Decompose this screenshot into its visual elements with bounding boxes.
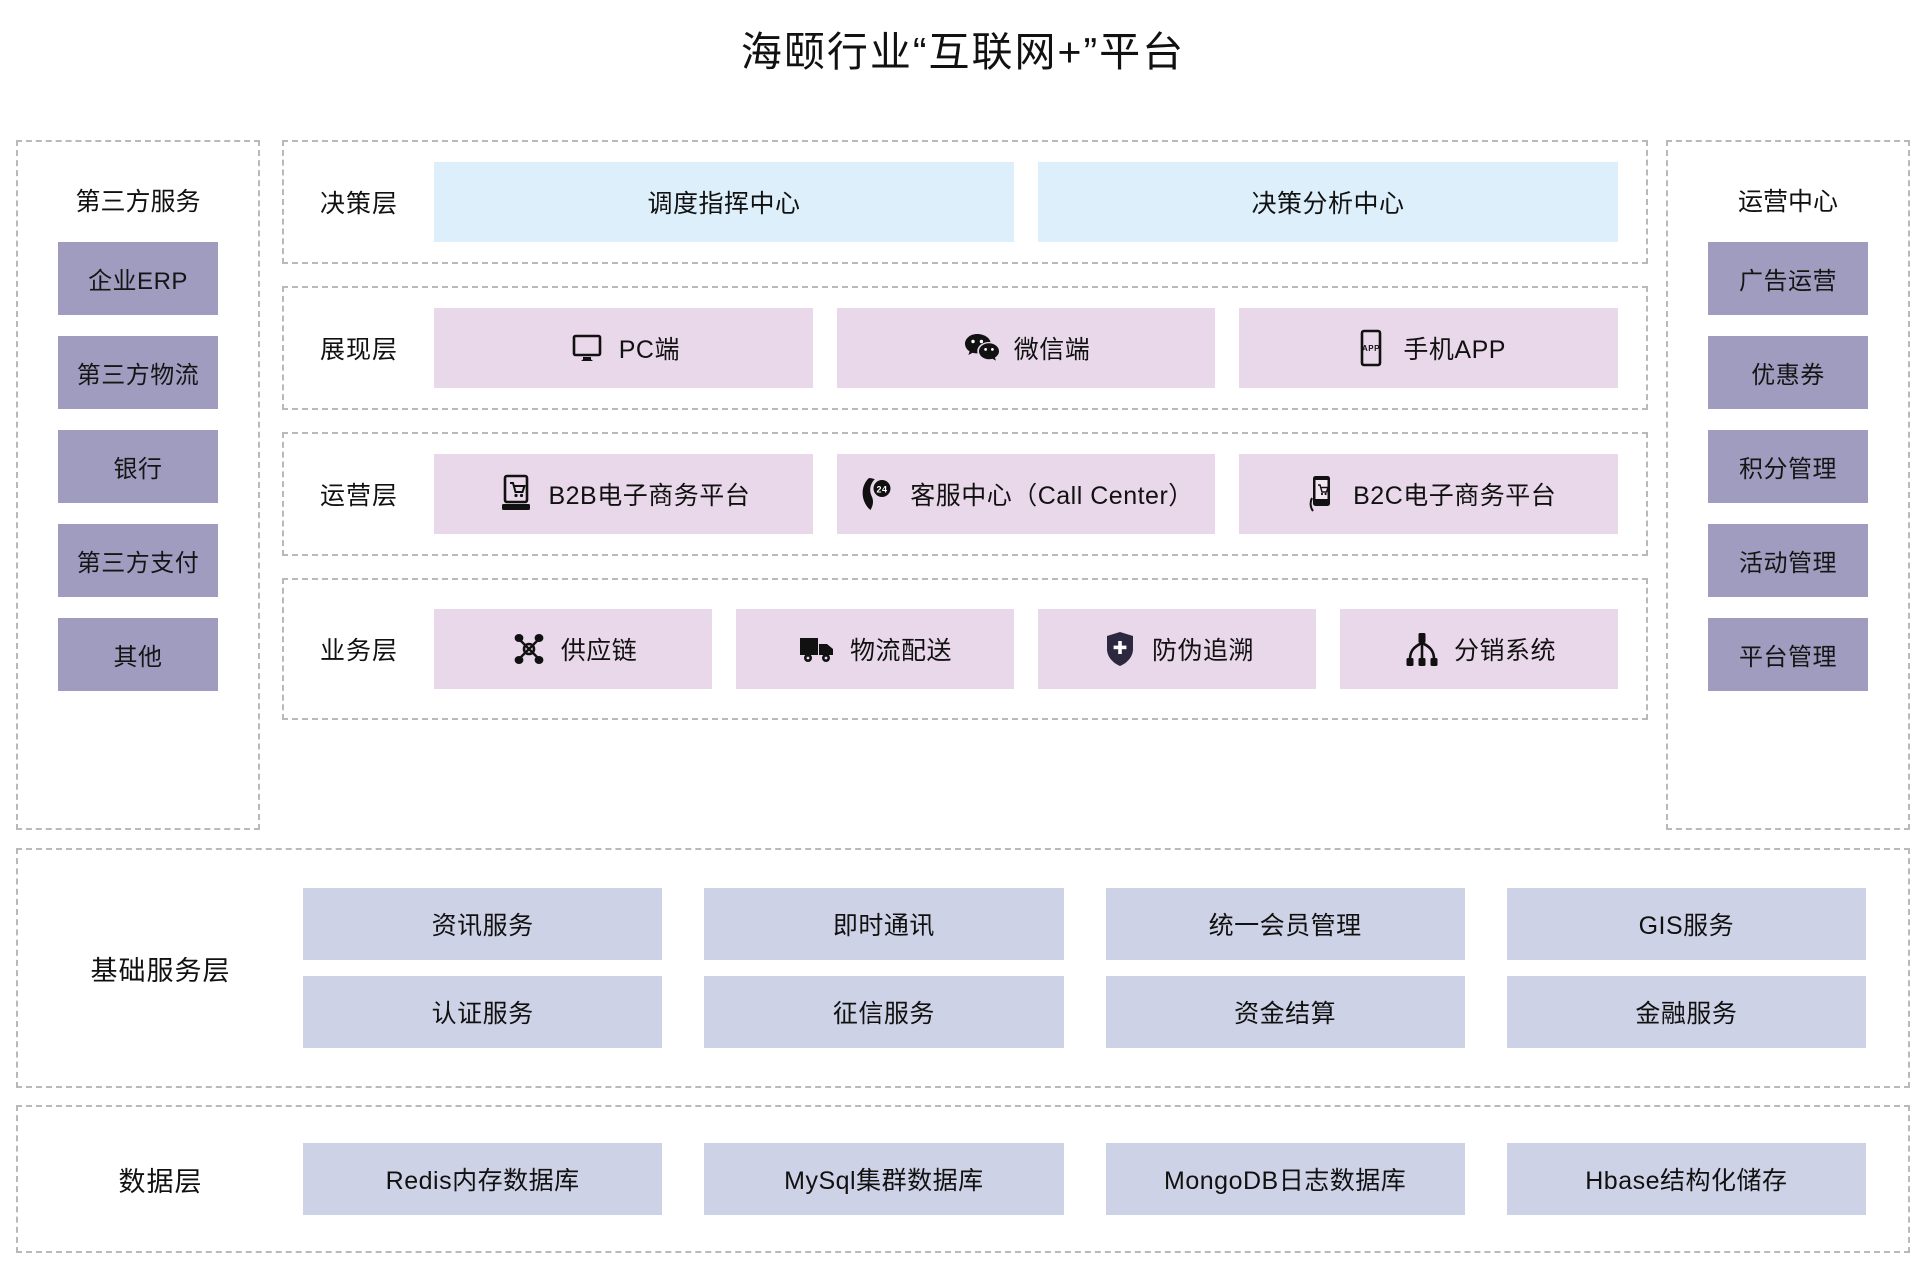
database-chip[interactable]: Hbase结构化储存 <box>1506 1143 1866 1215</box>
card-logistics-delivery[interactable]: 物流配送 <box>736 609 1014 689</box>
database-chip[interactable]: MongoDB日志数据库 <box>1105 1143 1465 1215</box>
card-label: 微信端 <box>1013 336 1091 364</box>
service-chip[interactable]: 认证服务 <box>303 976 663 1048</box>
card-label: PC端 <box>618 336 680 364</box>
card-b2c-platform[interactable]: B2C电子商务平台 <box>1239 454 1619 534</box>
card-label: B2B电子商务平台 <box>548 482 751 510</box>
layer-operations: 运营层 B2B电子商务平台 <box>282 432 1648 556</box>
list-item[interactable]: 银行 <box>58 430 218 503</box>
shopping-terminal-icon <box>496 474 536 514</box>
card-label: 客服中心（Call Center） <box>910 482 1194 510</box>
band-label: 数据层 <box>118 1166 203 1197</box>
data-layer: 数据层 Redis内存数据库 MySql集群数据库 MongoDB日志数据库 H… <box>16 1105 1910 1253</box>
third-party-services-panel: 第三方服务 企业ERP 第三方物流 银行 第三方支付 其他 <box>16 140 260 830</box>
band-row: Redis内存数据库 MySql集群数据库 MongoDB日志数据库 Hbase… <box>303 1143 1866 1215</box>
svg-text:24: 24 <box>877 484 888 494</box>
operations-center-list: 广告运营 优惠券 积分管理 活动管理 平台管理 <box>1668 242 1908 691</box>
list-item[interactable]: 第三方支付 <box>58 524 218 597</box>
operations-center-panel: 运营中心 广告运营 优惠券 积分管理 活动管理 平台管理 <box>1666 140 1910 830</box>
base-service-layer: 基础服务层 资讯服务 即时通讯 统一会员管理 GIS服务 认证服务 征信服务 资… <box>16 848 1910 1088</box>
service-chip[interactable]: 统一会员管理 <box>1105 888 1465 960</box>
card-dispatch-command-center[interactable]: 调度指挥中心 <box>434 162 1014 242</box>
service-chip[interactable]: 即时通讯 <box>704 888 1064 960</box>
layer-cards: 调度指挥中心 决策分析中心 <box>434 142 1646 262</box>
layer-business: 业务层 供应链 <box>282 578 1648 720</box>
shield-icon <box>1100 629 1140 669</box>
truck-icon <box>798 629 838 669</box>
card-anti-counterfeit-trace[interactable]: 防伪追溯 <box>1038 609 1316 689</box>
layer-decision: 决策层 调度指挥中心 决策分析中心 <box>282 140 1648 264</box>
database-chip[interactable]: MySql集群数据库 <box>704 1143 1064 1215</box>
card-label: 分销系统 <box>1453 637 1556 665</box>
layer-cards: B2B电子商务平台 24 客服中心（Call Center） <box>434 434 1646 554</box>
network-nodes-icon <box>509 629 549 669</box>
card-pc-client[interactable]: PC端 <box>434 308 813 388</box>
list-item[interactable]: 企业ERP <box>58 242 218 315</box>
card-wechat-client[interactable]: 微信端 <box>836 308 1216 388</box>
list-item[interactable]: 第三方物流 <box>58 336 218 409</box>
card-label: B2C电子商务平台 <box>1353 482 1557 510</box>
card-supply-chain[interactable]: 供应链 <box>434 609 712 689</box>
card-label: 调度指挥中心 <box>647 190 801 218</box>
layer-cards: 供应链 物流配送 <box>434 580 1646 718</box>
card-call-center[interactable]: 24 客服中心（Call Center） <box>836 454 1216 534</box>
band-row: 资讯服务 即时通讯 统一会员管理 GIS服务 <box>303 888 1866 960</box>
card-label: 手机APP <box>1403 336 1506 364</box>
card-mobile-app[interactable]: APP 手机APP <box>1239 308 1619 388</box>
mobile-app-icon: APP <box>1351 328 1391 368</box>
list-item[interactable]: 活动管理 <box>1708 524 1868 597</box>
card-label: 物流配送 <box>849 637 952 665</box>
band-body: Redis内存数据库 MySql集群数据库 MongoDB日志数据库 Hbase… <box>303 1143 1908 1215</box>
database-chip[interactable]: Redis内存数据库 <box>303 1143 663 1215</box>
layer-presentation: 展现层 PC端 <box>282 286 1648 410</box>
band-label: 基础服务层 <box>90 955 231 986</box>
operations-center-title: 运营中心 <box>1737 188 1838 216</box>
service-chip[interactable]: 资讯服务 <box>303 888 663 960</box>
card-distribution-system[interactable]: 分销系统 <box>1340 609 1618 689</box>
list-item[interactable]: 其他 <box>58 618 218 691</box>
list-item[interactable]: 优惠券 <box>1708 336 1868 409</box>
third-party-services-title: 第三方服务 <box>75 188 201 216</box>
band-row: 认证服务 征信服务 资金结算 金融服务 <box>303 976 1866 1048</box>
card-label: 防伪追溯 <box>1151 637 1254 665</box>
hierarchy-icon <box>1402 629 1442 669</box>
layer-label: 展现层 <box>319 336 398 364</box>
monitor-icon <box>567 328 607 368</box>
svg-text:APP: APP <box>1362 344 1380 353</box>
card-b2b-platform[interactable]: B2B电子商务平台 <box>434 454 813 534</box>
card-label: 决策分析中心 <box>1251 190 1405 218</box>
layer-cards: PC端 微信端 <box>434 288 1646 408</box>
wechat-icon <box>962 328 1002 368</box>
page-title: 海颐行业“互联网+”平台 <box>740 29 1186 75</box>
list-item[interactable]: 广告运营 <box>1708 242 1868 315</box>
phone-24h-icon: 24 <box>858 474 898 514</box>
card-decision-analysis-center[interactable]: 决策分析中心 <box>1038 162 1618 242</box>
layer-label: 运营层 <box>319 482 398 510</box>
layer-label: 业务层 <box>319 637 398 665</box>
layer-label: 决策层 <box>319 190 398 218</box>
third-party-services-list: 企业ERP 第三方物流 银行 第三方支付 其他 <box>18 242 258 691</box>
card-label: 供应链 <box>560 637 638 665</box>
list-item[interactable]: 平台管理 <box>1708 618 1868 691</box>
service-chip[interactable]: 资金结算 <box>1105 976 1465 1048</box>
band-body: 资讯服务 即时通讯 统一会员管理 GIS服务 认证服务 征信服务 资金结算 金融… <box>303 888 1908 1048</box>
list-item[interactable]: 积分管理 <box>1708 430 1868 503</box>
mobile-cart-icon <box>1301 474 1341 514</box>
service-chip[interactable]: 征信服务 <box>704 976 1064 1048</box>
service-chip[interactable]: 金融服务 <box>1506 976 1866 1048</box>
service-chip[interactable]: GIS服务 <box>1506 888 1866 960</box>
